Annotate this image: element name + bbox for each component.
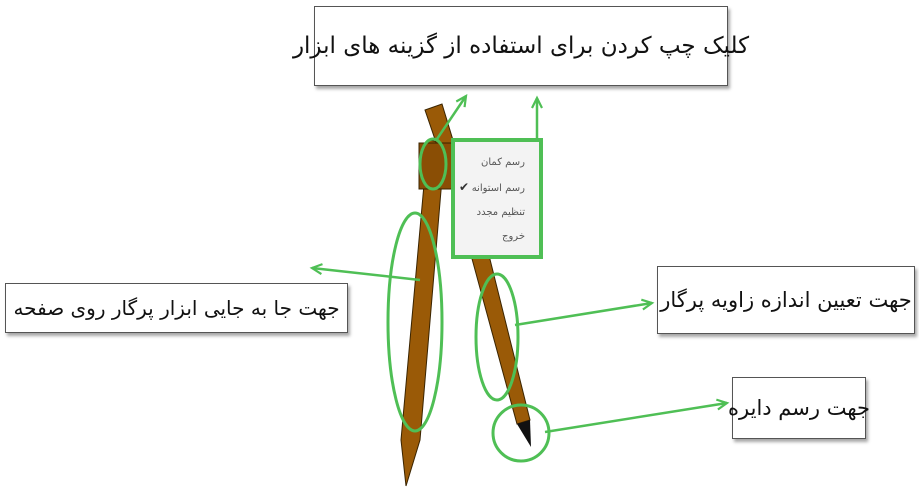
- menu-item-exit[interactable]: خروج: [502, 231, 525, 242]
- hinge-highlight: [418, 137, 448, 191]
- arrow-to-right-callout: [514, 298, 655, 327]
- callout-options-click: کلیک چپ کردن برای استفاده از گزینه های ا…: [293, 6, 749, 86]
- pencil-tip-highlight: [491, 403, 551, 463]
- arrow-to-top-callout-1: [435, 93, 468, 140]
- arrow-to-bottom-callout: [544, 398, 730, 434]
- compass-needle-leg[interactable]: [400, 139, 446, 487]
- menu-item-reset[interactable]: تنظیم مجدد: [476, 207, 525, 218]
- callout-move-tool: جهت جا به جایی ابزار پرگار روی صفحه: [5, 283, 348, 333]
- context-menu[interactable]: رسم کمان رسم استوانه ✔ تنظیم مجدد خروج: [451, 138, 543, 259]
- menu-item-draw-arc[interactable]: رسم کمان: [481, 157, 525, 168]
- arrow-to-left-callout: [309, 263, 421, 282]
- callout-draw-circle: جهت رسم دایره: [728, 377, 870, 439]
- callout-set-angle: جهت تعیین اندازه زاویه پرگار: [657, 266, 915, 334]
- check-icon: ✔: [459, 180, 470, 194]
- needle-leg-highlight: [386, 211, 444, 433]
- compass-pencil-tip: [517, 420, 531, 447]
- menu-item-draw-cylinder[interactable]: رسم استوانه: [471, 183, 525, 194]
- pencil-leg-highlight: [474, 272, 520, 402]
